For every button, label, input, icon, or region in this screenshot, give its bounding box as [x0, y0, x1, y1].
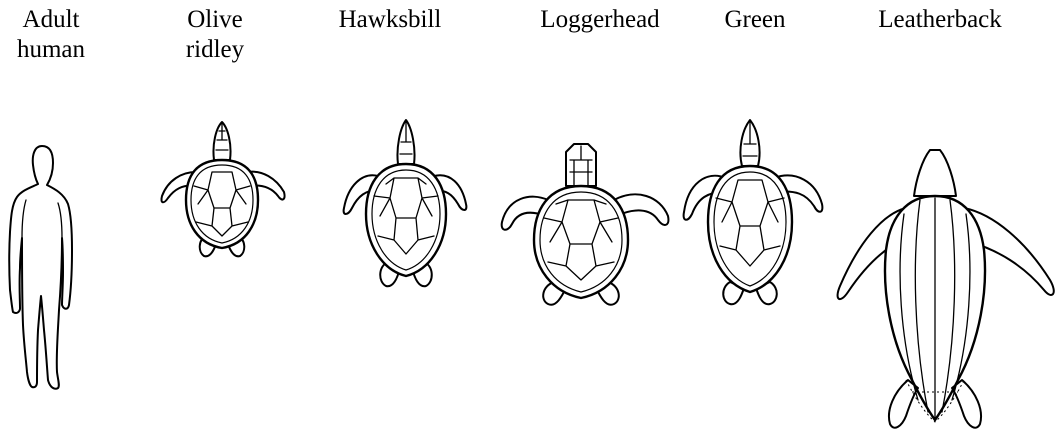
- olive-ridley-turtle: [161, 122, 284, 256]
- hawksbill-turtle: [344, 120, 467, 286]
- leatherback-turtle: [838, 150, 1054, 428]
- green-turtle: [684, 120, 823, 304]
- loggerhead-turtle: [502, 144, 669, 305]
- human-silhouette: [9, 146, 72, 389]
